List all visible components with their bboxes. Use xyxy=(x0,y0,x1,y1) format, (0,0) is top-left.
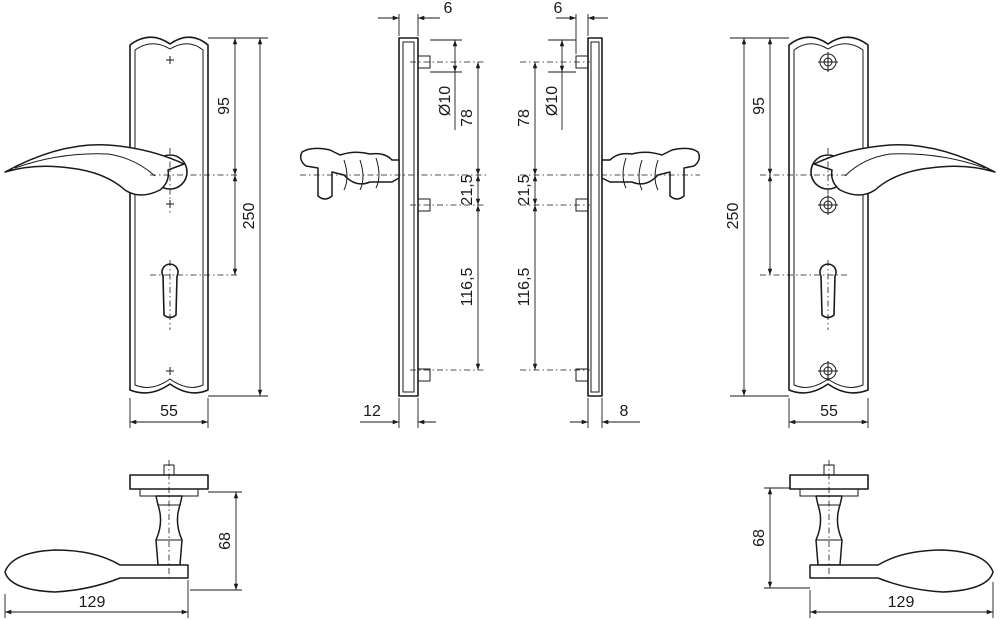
dim-upper-left: 78 xyxy=(459,109,476,127)
dim-stem-left: 6 xyxy=(444,0,453,17)
dim-length-left: 129 xyxy=(79,594,106,611)
backplate-outline-right xyxy=(788,36,869,394)
side-plate-left xyxy=(398,37,419,397)
front-view-left: 95 250 55 xyxy=(4,36,268,428)
screw-top xyxy=(818,52,838,72)
keyhole-right xyxy=(819,263,837,319)
dim-hole-spacing-left: 95 xyxy=(216,97,233,115)
dim-height-right: 250 xyxy=(725,203,742,230)
dim-stem-right: 6 xyxy=(554,0,563,17)
keyhole xyxy=(161,263,179,319)
backplate-inner-outline xyxy=(134,43,204,388)
dim-projection-left: 68 xyxy=(217,532,234,550)
dim-lower-left: 116,5 xyxy=(459,267,476,306)
lever-top-view xyxy=(4,549,189,593)
lever-handle xyxy=(4,143,185,196)
side-view-left: 6 Ø10 78 21,5 116,5 12 xyxy=(299,0,486,428)
dim-length-right: 129 xyxy=(888,594,915,611)
lever-top-view-right xyxy=(809,549,994,593)
lever-side-profile-right xyxy=(601,147,701,200)
screw-bottom xyxy=(818,361,838,381)
dim-thickness-right: 8 xyxy=(620,403,629,420)
dim-lower-right: 116,5 xyxy=(516,267,533,306)
dim-middle-right: 21,5 xyxy=(516,174,533,205)
side-view-right: 6 Ø10 78 21,5 116,5 8 xyxy=(516,0,701,428)
dim-hole-spacing-right: 95 xyxy=(751,97,768,115)
dim-middle-left: 21,5 xyxy=(459,174,476,205)
dim-bore-left: Ø10 xyxy=(437,86,454,116)
front-view-right: 95 250 55 xyxy=(725,36,996,428)
lever-handle-right xyxy=(813,143,996,196)
dim-width-left: 55 xyxy=(160,403,178,420)
lever-side-profile xyxy=(299,147,400,200)
dim-bore-right: Ø10 xyxy=(544,86,561,116)
top-view-right: 68 129 xyxy=(751,460,994,618)
dim-width-right: 55 xyxy=(820,403,838,420)
dim-upper-right: 78 xyxy=(516,109,533,127)
top-view-left: 68 129 xyxy=(4,460,242,618)
dim-projection-right: 68 xyxy=(751,529,768,547)
backplate-outline xyxy=(129,36,209,394)
dim-height-left: 250 xyxy=(241,203,258,230)
dim-thickness-left: 12 xyxy=(363,403,381,420)
side-plate-right xyxy=(587,37,603,397)
